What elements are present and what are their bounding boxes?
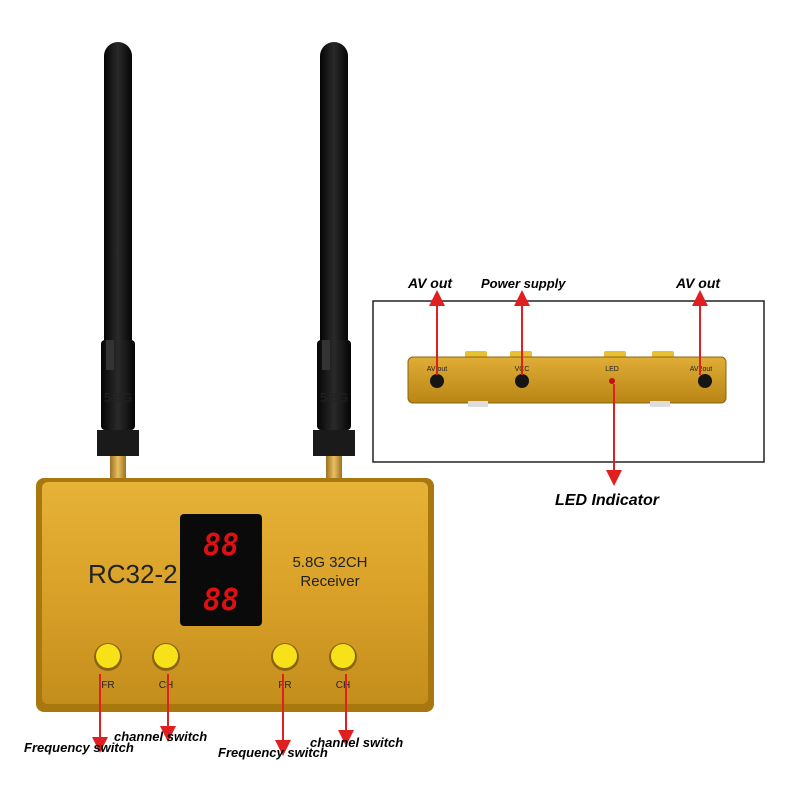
ch-button-2[interactable]: CH [329, 643, 357, 691]
ch-button-1-label: CH [159, 680, 173, 691]
fr-button-1-label: FR [101, 680, 114, 691]
display-bottom-digits: 88 [203, 583, 239, 618]
display-top-digits: 88 [203, 528, 239, 563]
ch-button-2-label: CH [336, 680, 350, 691]
side-view-body [407, 356, 727, 404]
port-label-led: LED [605, 366, 619, 373]
antenna-right-label: 5.8G [320, 390, 348, 405]
receiver-body: 88 88 RC32-2 5.8G 32CH Receiver FR CH FR… [36, 478, 434, 712]
ch-button-1[interactable]: CH [152, 643, 180, 691]
frequency-switch-label-2: Frequency switch [218, 745, 328, 760]
av-out-label-right: AV out [675, 275, 721, 291]
led-display [180, 514, 262, 626]
side-view-inset: AV out VCC LED AV2out AV out Power suppl… [372, 275, 765, 509]
antenna-right: 5.8G [313, 42, 355, 484]
channel-switch-label-1: channel switch [114, 729, 207, 744]
av-out-label-left: AV out [407, 275, 453, 291]
power-port [515, 374, 529, 388]
fr-button-1[interactable]: FR [94, 643, 122, 691]
led-indicator [609, 378, 615, 384]
bottom-callouts: Frequency switch channel switch Frequenc… [24, 674, 403, 760]
antenna-left: 5.8G [97, 42, 139, 484]
av-out-port-left [430, 374, 444, 388]
model-name: RC32-2 [88, 559, 178, 589]
power-supply-label: Power supply [481, 276, 566, 291]
frequency-switch-label-1: Frequency switch [24, 740, 134, 755]
antenna-left-label: 5.8G [104, 390, 132, 405]
channel-switch-label-2: channel switch [310, 735, 403, 750]
port-label-av2out: AV2out [690, 366, 712, 373]
led-indicator-label: LED Indicator [555, 492, 660, 509]
fr-button-2[interactable]: FR [271, 643, 299, 691]
receiver-desc-line2: Receiver [300, 573, 359, 590]
av-out-port-right [698, 374, 712, 388]
receiver-desc-line1: 5.8G 32CH [292, 554, 367, 571]
fr-button-2-label: FR [278, 680, 291, 691]
